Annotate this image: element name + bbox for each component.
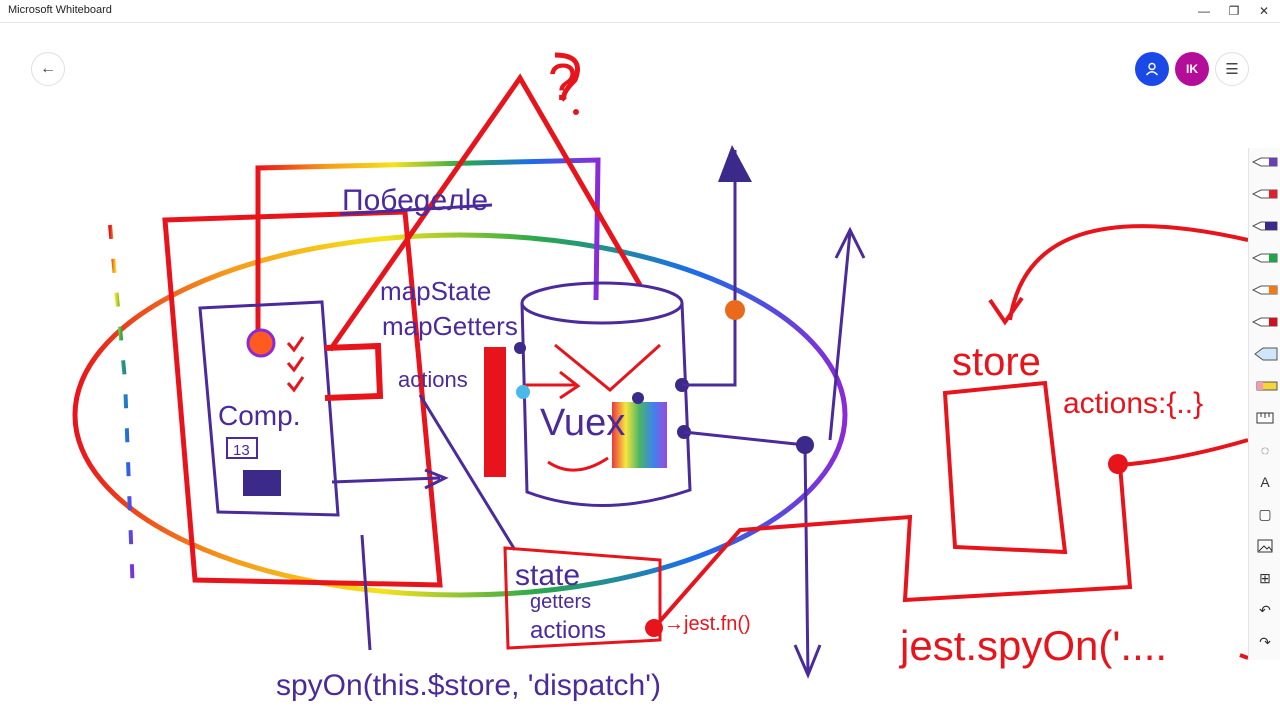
close-button[interactable]: ✕ <box>1258 4 1270 18</box>
avatar-initials: IK <box>1186 62 1198 76</box>
window-title: Microsoft Whiteboard <box>8 4 112 16</box>
arrow-left-icon: ← <box>40 60 56 77</box>
pen-toolbar: ◌ A ▢ ⊞ ↶ ↷ <box>1248 148 1280 660</box>
label-comp: Comp. <box>218 400 300 431</box>
green-pen-icon[interactable] <box>1249 244 1280 272</box>
red-rectangle <box>162 209 443 588</box>
label-comp-badge: 13 <box>233 442 250 459</box>
label-spyon-bottom: spyOn(this.$store, 'dispatch') <box>276 669 661 702</box>
label-actions-right: actions:{..} <box>1063 387 1203 420</box>
label-vuex: Vuex <box>540 402 625 444</box>
sticky-note-icon[interactable]: ▢ <box>1258 505 1272 522</box>
vuex-cylinder <box>520 302 692 507</box>
back-button[interactable]: ← <box>31 52 65 86</box>
state-box <box>503 546 662 650</box>
label-actions-box: actions <box>530 617 606 644</box>
avatar-ik-button[interactable]: IK <box>1175 52 1209 86</box>
label-jest-spyon: jest.spyOn('.... <box>898 622 1167 669</box>
red-pen-2-icon[interactable] <box>1249 308 1280 336</box>
label-store: store <box>952 340 1041 384</box>
image-icon[interactable] <box>1249 532 1280 560</box>
rainbow-pen-icon[interactable] <box>1249 276 1280 304</box>
rainbow-ellipse <box>72 232 848 598</box>
drawing: Побеgeлle mapState mapGetters actions Co… <box>72 52 1249 702</box>
red-pen-icon[interactable] <box>1249 180 1280 208</box>
label-getters: getters <box>530 591 591 613</box>
label-mapgetters: mapGetters <box>382 311 518 341</box>
avatar-button[interactable] <box>1135 52 1169 86</box>
label-question: ? <box>548 54 577 112</box>
eraser-icon[interactable] <box>1249 372 1280 400</box>
rainbow-frame <box>255 157 601 335</box>
darkpurple-pen-icon[interactable] <box>1249 212 1280 240</box>
label-state: state <box>515 559 580 592</box>
label-jestfn: →jest.fn() <box>664 613 751 635</box>
insert-icon[interactable]: ⊞ <box>1259 569 1271 586</box>
menu-button[interactable]: ☰ <box>1215 52 1249 86</box>
hamburger-icon: ☰ <box>1225 61 1239 78</box>
redo-icon[interactable]: ↷ <box>1259 633 1271 650</box>
whiteboard-canvas[interactable]: Побеgeлle mapState mapGetters actions Co… <box>0 23 1280 720</box>
restore-button[interactable]: ❐ <box>1228 4 1240 18</box>
title-bar: Microsoft Whiteboard — ❐ ✕ <box>0 0 1280 23</box>
store-box <box>942 380 1068 555</box>
component-box <box>198 300 340 517</box>
label-mapstate: mapState <box>380 276 491 306</box>
undo-icon[interactable]: ↶ <box>1259 601 1271 618</box>
red-bar <box>484 347 506 477</box>
highlighter-icon[interactable] <box>1249 340 1280 368</box>
person-icon <box>1145 62 1159 76</box>
red-triangle <box>327 73 643 352</box>
minimize-button[interactable]: — <box>1198 4 1210 18</box>
purple-pen-icon[interactable] <box>1249 148 1280 176</box>
rainbow-block <box>612 402 667 468</box>
lasso-icon[interactable]: ◌ <box>1260 442 1270 458</box>
text-icon[interactable]: A <box>1260 474 1270 490</box>
ruler-icon[interactable] <box>1249 404 1280 432</box>
label-actions-mid: actions <box>398 367 468 392</box>
rainbow-dashed <box>108 224 135 596</box>
red-path-right <box>652 438 1249 630</box>
